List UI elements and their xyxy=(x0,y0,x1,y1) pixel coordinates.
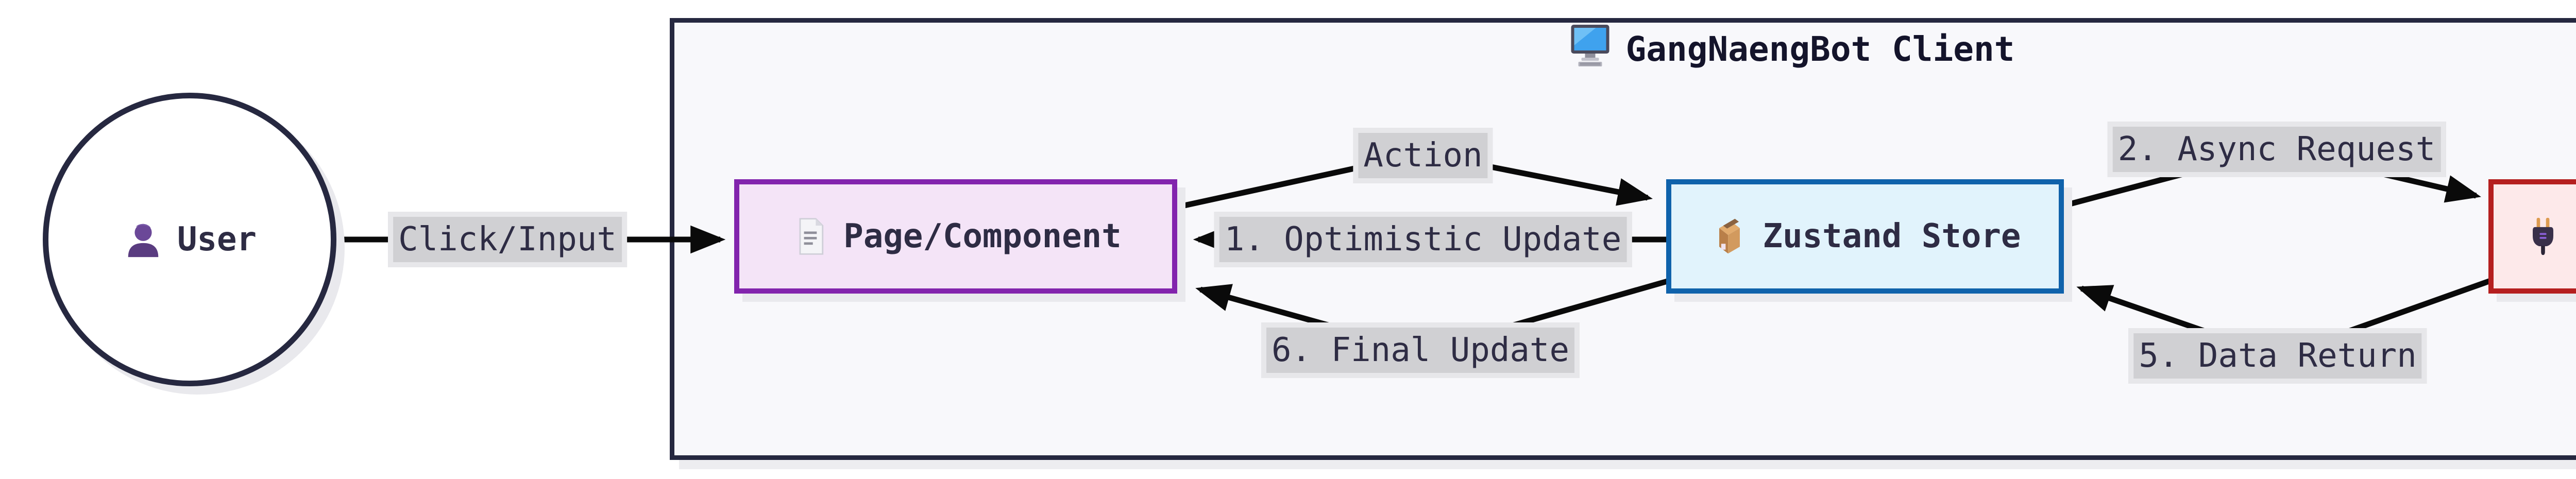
node-label: Zustand Store xyxy=(1762,217,2021,255)
node-label: User xyxy=(177,220,257,259)
node-axios-client: Axios Client xyxy=(2488,179,2576,294)
client-subgraph-title: GangNaengBot Client xyxy=(1568,23,2015,75)
client-title-text: GangNaengBot Client xyxy=(1625,29,2015,69)
node-zustand-store: Zustand Store xyxy=(1666,179,2064,294)
electric-plug-icon xyxy=(2523,216,2563,256)
edge-label-async-request: 2. Async Request xyxy=(2107,122,2446,177)
user-bust-icon xyxy=(123,219,164,260)
edge-label-data-return: 5. Data Return xyxy=(2128,328,2427,384)
package-icon xyxy=(1709,216,1750,256)
node-page-component: Page/Component xyxy=(734,179,1177,294)
node-label: Page/Component xyxy=(843,217,1122,255)
desktop-computer-icon xyxy=(1568,23,1613,75)
node-user: User xyxy=(43,93,336,386)
edge-label-optimistic-update: 1. Optimistic Update xyxy=(1214,212,1632,267)
page-document-icon xyxy=(790,216,830,256)
edge-label-final-update: 6. Final Update xyxy=(1261,322,1580,378)
edge-label-click-input: Click/Input xyxy=(388,212,627,267)
edge-label-action: Action xyxy=(1353,128,1493,183)
